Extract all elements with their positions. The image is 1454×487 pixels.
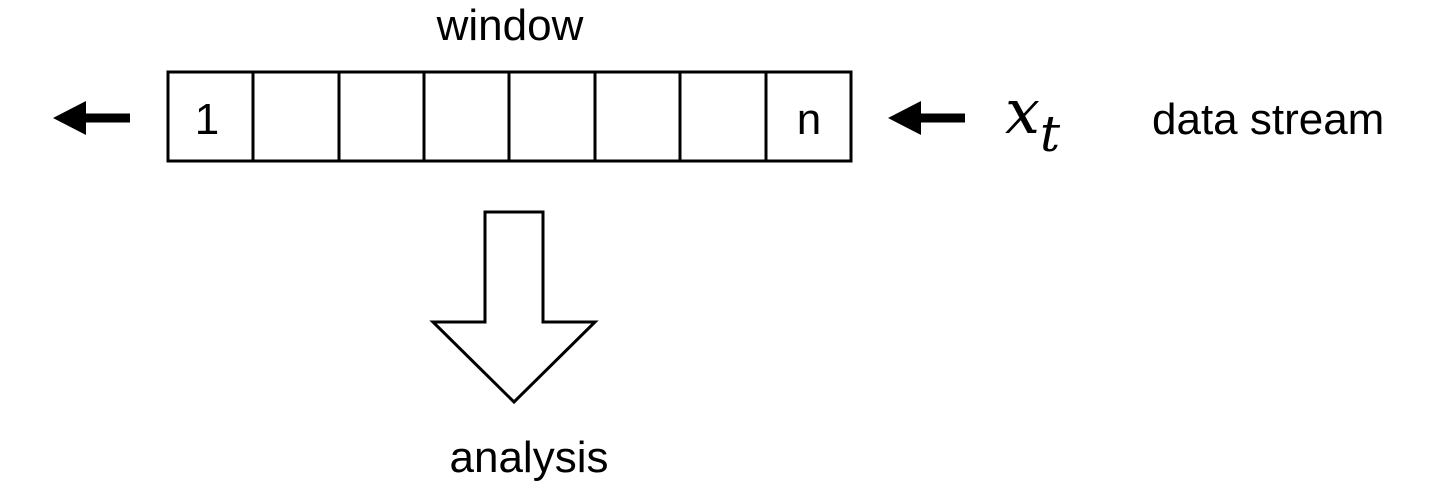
input-symbol-base: x (1005, 75, 1040, 148)
window-cell-last: n (797, 95, 821, 144)
window-buffer: 1 n (166, 70, 853, 163)
input-symbol-subscript: t (1040, 105, 1061, 163)
window-label: window (436, 1, 584, 50)
down-arrow-icon (429, 210, 599, 405)
output-label: analysis (450, 433, 609, 482)
window-cell-first: 1 (195, 95, 219, 144)
outgoing-arrow-icon (53, 101, 130, 135)
incoming-arrow-icon (888, 101, 965, 135)
stream-label: data stream (1152, 95, 1384, 144)
input-symbol: xt (1005, 75, 1061, 163)
